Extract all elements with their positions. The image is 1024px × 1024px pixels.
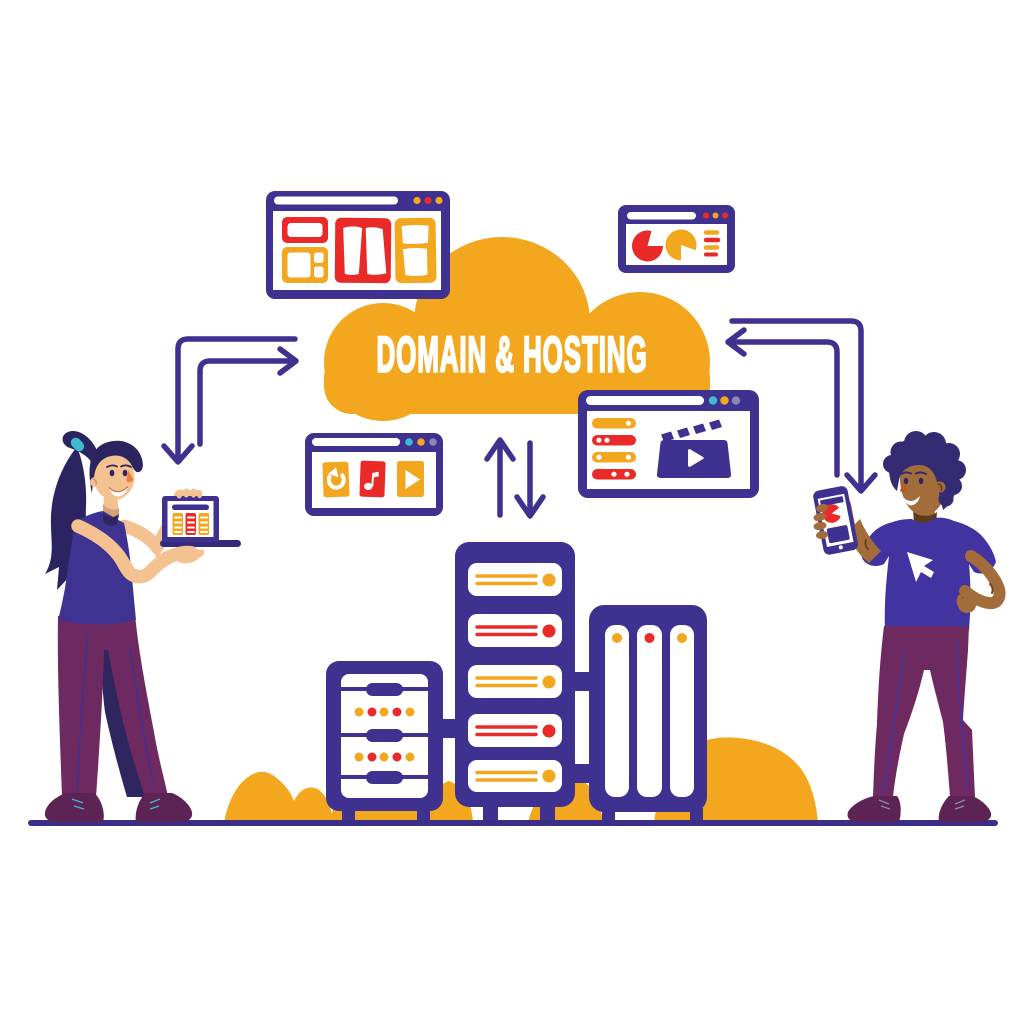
svg-text:DOMAIN & HOSTING: DOMAIN & HOSTING (376, 328, 647, 383)
